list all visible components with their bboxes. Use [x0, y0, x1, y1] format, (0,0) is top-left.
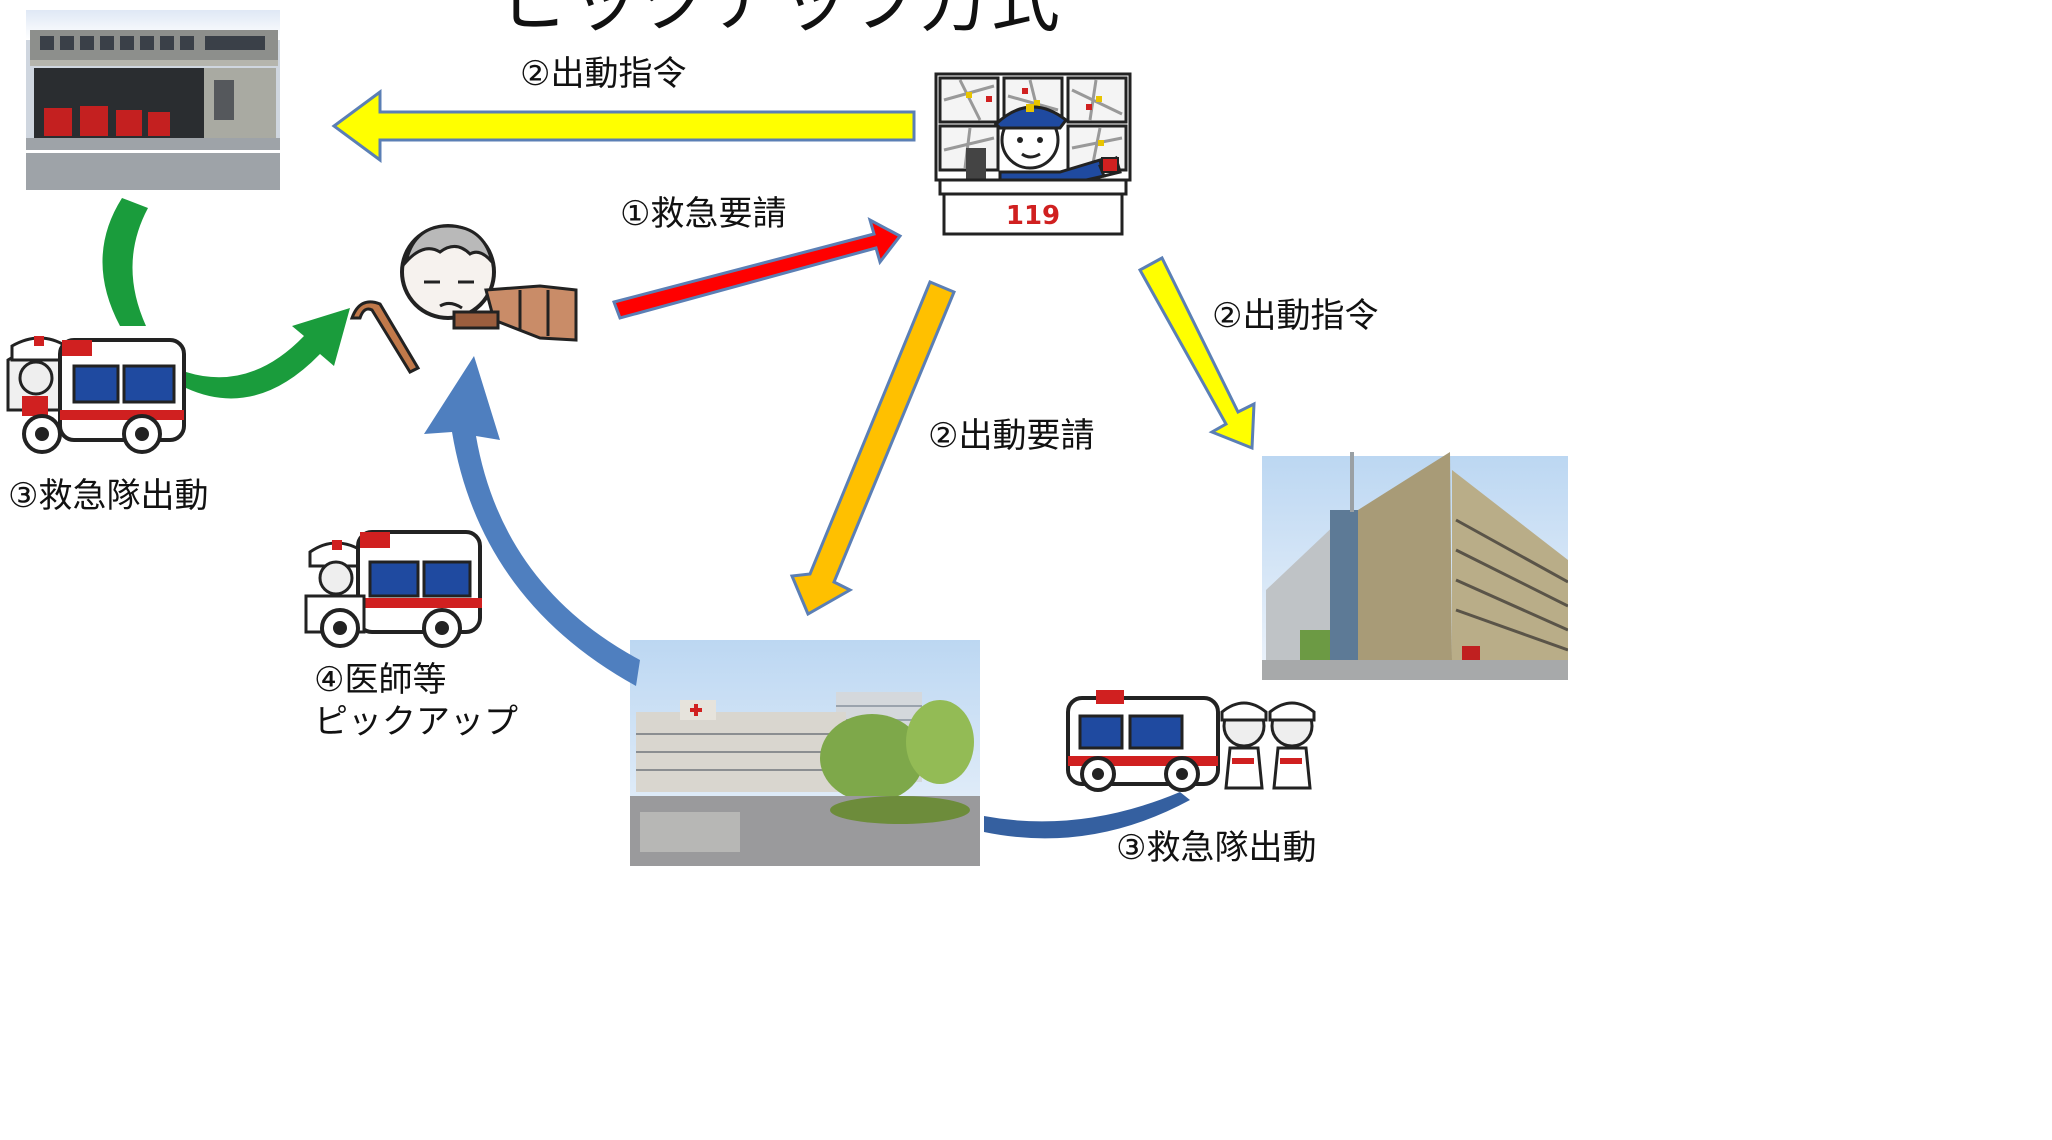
label-doctor-pickup-line1: ④医師等 [314, 660, 447, 700]
arrow-doctor-pickup [424, 356, 640, 686]
label-ems-dispatch-right: ③救急隊出動 [1116, 828, 1317, 868]
pickup-diagram: ピックアップ方式 [6, 0, 1568, 868]
arrow-dispatch-order-right [1137, 255, 1256, 451]
label-dispatch-order-right: ②出動指令 [1212, 296, 1379, 336]
label-dispatch-request: ②出動要請 [928, 416, 1095, 456]
arrow-emergency-request [612, 217, 903, 320]
arrow-ems-from-hospital [984, 792, 1190, 839]
arrow-dispatch-request [789, 280, 956, 617]
diagram-canvas: 119 [6, 10, 1568, 866]
command-center-illustration: 119 [934, 72, 1132, 236]
fire-headquarters-photo [1262, 452, 1568, 680]
label-ems-dispatch-left: ③救急隊出動 [8, 476, 209, 516]
ambulance-with-crew [1066, 690, 1316, 792]
command-center-sign: 119 [1006, 201, 1060, 231]
arrow-dispatch-order-top [331, 89, 916, 163]
label-doctor-pickup-line2: ピックアップ [314, 702, 518, 742]
ambulance-pickup [304, 530, 482, 648]
ambulance-left [6, 336, 186, 454]
patient-illustration [349, 224, 578, 374]
arrow-ems-dispatch-left [102, 198, 148, 326]
hospital-photo [630, 640, 980, 866]
arrow-ems-to-patient [186, 308, 350, 399]
label-emergency-request: ①救急要請 [620, 194, 787, 234]
fire-station-photo [26, 10, 280, 190]
diagram-title: ピックアップ方式 [500, 0, 1060, 42]
label-dispatch-order-top: ②出動指令 [520, 54, 687, 94]
